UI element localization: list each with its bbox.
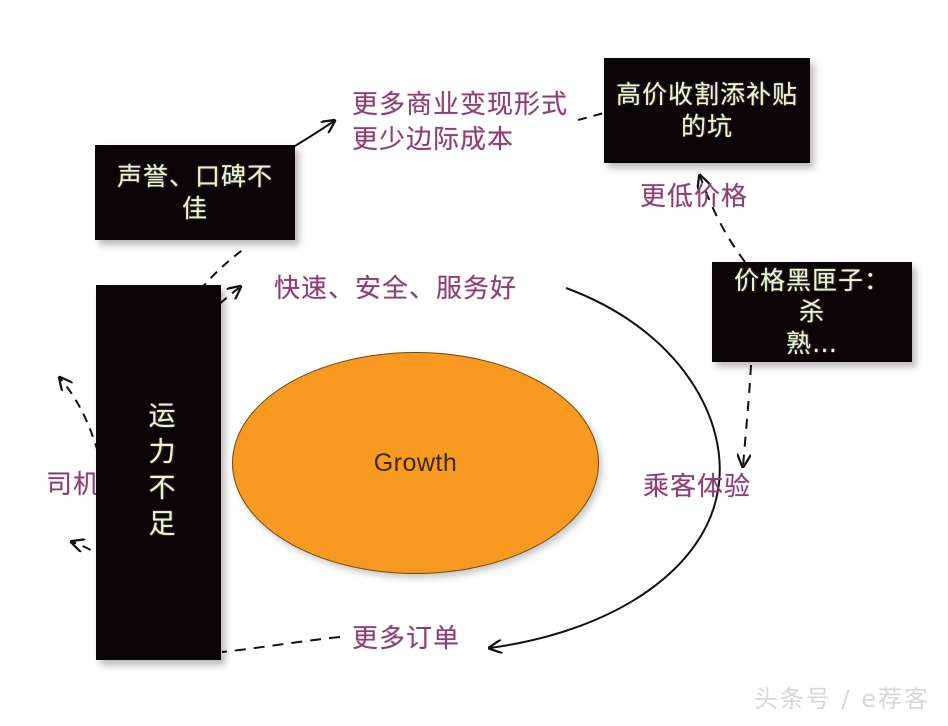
edge-orders-to-capacity xyxy=(221,636,341,653)
edge-label-passenger-experience: 乘客体验 xyxy=(643,472,752,502)
node-capacity-label: 运力不足 xyxy=(143,400,175,545)
edge-label-more-orders: 更多订单 xyxy=(352,624,461,654)
node-capacity[interactable]: 运力不足 xyxy=(96,285,221,660)
watermark: 头条号 / e荐客 xyxy=(753,685,930,713)
node-price-black-box[interactable]: 价格黑匣子：杀 熟… xyxy=(712,262,912,362)
edge-label-lower-price: 更低价格 xyxy=(640,182,749,212)
node-reputation[interactable]: 声誉、口碑不佳 xyxy=(95,145,295,240)
edge-capacity-to-reputation xyxy=(199,248,245,291)
edge-label-monetization: 更多商业变现形式 更少边际成本 xyxy=(352,90,569,156)
edge-label-fast-safe-service: 快速、安全、服务好 xyxy=(274,274,518,304)
edge-driver-loop xyxy=(60,378,99,453)
edge-pricebox-to-passenger xyxy=(743,364,752,466)
node-growth-label: Growth xyxy=(373,448,458,477)
edge-label-driver: 司机 xyxy=(46,470,101,500)
node-growth[interactable]: Growth xyxy=(232,352,599,574)
node-price-black-box-label: 价格黑匣子：杀 熟… xyxy=(733,265,890,358)
node-subsidy-pit[interactable]: 高价收割添补贴 的坑 xyxy=(604,58,810,163)
node-subsidy-pit-label: 高价收割添补贴 的坑 xyxy=(615,80,798,141)
node-reputation-label: 声誉、口碑不佳 xyxy=(116,162,273,223)
edge-monetization-to-subsidy xyxy=(577,112,605,121)
